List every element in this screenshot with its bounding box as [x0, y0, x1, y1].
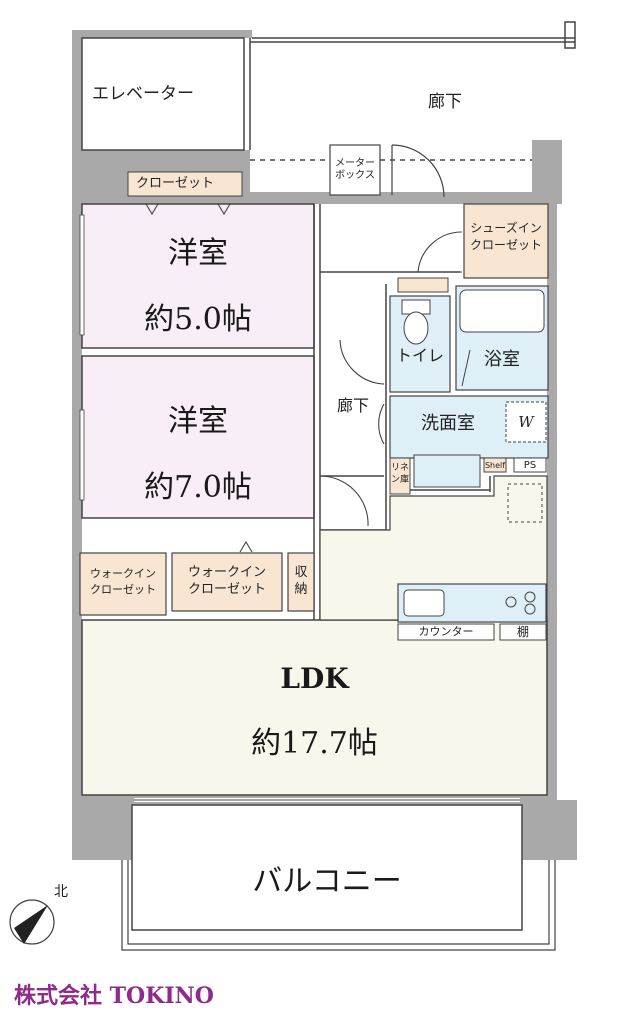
corridor-top-label: 廊下 [428, 92, 462, 112]
elevator-label: エレベーター [92, 84, 194, 104]
western-room-1-size: 約5.0帖 [144, 302, 252, 337]
toilet-label: トイレ [395, 346, 444, 365]
tana-label: 棚 [516, 625, 529, 639]
shoes-in-closet-box [463, 203, 549, 279]
ps-label: PS [523, 460, 537, 471]
western-room-2-name: 洋室 [168, 404, 228, 439]
meter-box-label: メーター ボックス [335, 158, 375, 181]
storage-box [287, 552, 315, 612]
western-room-2-size: 約7.0帖 [144, 470, 252, 505]
top-corridor-outline [249, 21, 576, 161]
shelf-label: Shelf [484, 461, 506, 470]
ldk-name: LDK [280, 662, 349, 695]
elevator-box [81, 37, 245, 151]
walkin-closet-1-label: ウォークイン クローゼット [90, 567, 156, 596]
washroom-label: 洗面室 [421, 413, 475, 434]
balcony-label: バルコニー [252, 864, 402, 899]
walkin-closet-2-box [171, 552, 283, 612]
washer-icon: W [518, 413, 534, 431]
corridor-mid-label: 廊下 [336, 396, 369, 415]
compass-north-label: 北 [54, 884, 68, 900]
linen-label: リネ ン庫 [390, 463, 409, 485]
closet-top-box [127, 171, 243, 197]
walkin-closet-2-label: ウォークイン クローゼット [187, 565, 266, 597]
western-room-1 [81, 203, 315, 349]
interior-partitions [313, 204, 491, 620]
western-room-1-name: 洋室 [168, 236, 228, 271]
walkin-closet-1-box [79, 552, 167, 616]
meter-box [329, 144, 381, 196]
north-arrow-icon [9, 899, 55, 945]
shoes-in-closet-label: シューズイン クローゼット [469, 221, 542, 252]
balcony-area [131, 804, 523, 931]
bath-label: 浴室 [484, 349, 520, 370]
storage-label: 収 納 [294, 565, 308, 597]
brand-name: 株式会社 TOKINO [14, 983, 214, 1009]
western-room-2 [81, 355, 315, 519]
entrance-door-swing [391, 144, 445, 198]
counter-label: カウンター [418, 625, 474, 638]
closet-top-label: クローゼット [136, 176, 215, 191]
ldk-size: 約17.7帖 [251, 726, 378, 761]
ldk-room [81, 619, 548, 796]
